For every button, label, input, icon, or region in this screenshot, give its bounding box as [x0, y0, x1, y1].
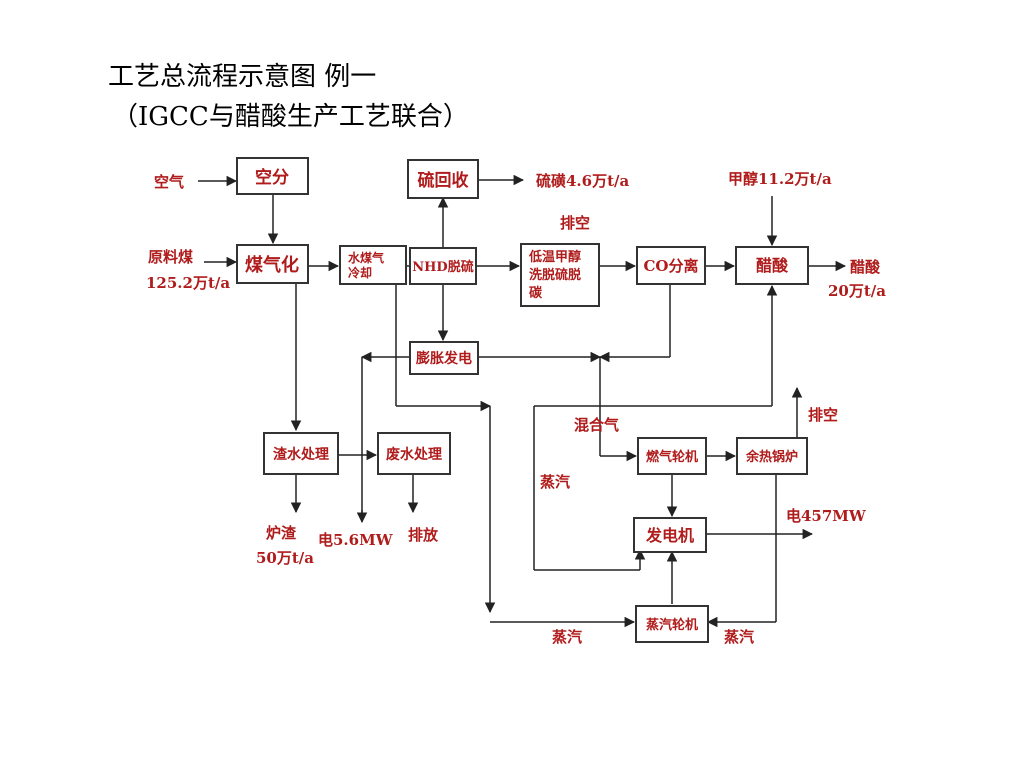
label-air: 空气 — [154, 173, 184, 191]
box-generator: 发电机 — [633, 517, 707, 553]
box-air-separation: 空分 — [236, 157, 309, 195]
label-steam-right: 蒸汽 — [724, 628, 754, 646]
box-co-separation: CO分离 — [636, 246, 706, 285]
label-methanol-input: 甲醇11.2万t/a — [728, 170, 832, 188]
svg-text:碳: 碳 — [529, 285, 543, 301]
svg-text:渣水处理: 渣水处理 — [273, 446, 329, 463]
box-wastewater-treatment: 废水处理 — [377, 432, 451, 475]
label-mixed-gas: 混合气 — [574, 416, 619, 434]
label-acetic-output: 醋酸 — [850, 258, 881, 276]
svg-text:蒸汽轮机: 蒸汽轮机 — [646, 617, 698, 633]
svg-text:水煤气: 水煤气 — [348, 250, 384, 265]
label-vent-hrsg: 排空 — [808, 406, 838, 424]
label-power-457mw: 电457MW — [786, 507, 867, 525]
svg-text:煤气化: 煤气化 — [245, 254, 299, 276]
label-slag-quantity: 50万t/a — [256, 549, 314, 567]
box-gas-turbine: 燃气轮机 — [637, 437, 707, 475]
box-sulfur-recovery: 硫回收 — [407, 159, 479, 199]
svg-text:CO分离: CO分离 — [643, 257, 698, 275]
box-syngas-quench: 水煤气 冷却 — [339, 245, 407, 285]
title-line-1: 工艺总流程示意图 例一 — [108, 62, 377, 92]
svg-text:发电机: 发电机 — [645, 526, 694, 545]
box-hrsg: 余热锅炉 — [736, 437, 808, 475]
label-steam-bottom: 蒸汽 — [552, 628, 582, 646]
svg-text:洗脱硫脱: 洗脱硫脱 — [529, 267, 581, 283]
svg-text:NHD脱硫: NHD脱硫 — [412, 259, 473, 275]
svg-text:冷却: 冷却 — [348, 265, 372, 280]
svg-text:低温甲醇: 低温甲醇 — [528, 249, 581, 265]
svg-text:硫回收: 硫回收 — [418, 170, 469, 191]
label-acetic-quantity: 20万t/a — [828, 282, 886, 300]
box-expansion-generation: 膨胀发电 — [409, 341, 479, 375]
svg-text:废水处理: 废水处理 — [386, 446, 442, 463]
label-discharge: 排放 — [408, 526, 439, 544]
label-vent-top: 排空 — [560, 214, 590, 232]
svg-text:醋酸: 醋酸 — [756, 256, 789, 275]
box-steam-turbine: 蒸汽轮机 — [635, 605, 709, 643]
svg-text:空分: 空分 — [255, 167, 289, 188]
label-sulfur-output: 硫磺4.6万t/a — [536, 172, 630, 190]
svg-text:膨胀发电: 膨胀发电 — [416, 350, 472, 367]
box-coal-gasification: 煤气化 — [236, 244, 309, 284]
label-steam-left: 蒸汽 — [540, 473, 570, 491]
label-power-5-6mw: 电5.6MW — [318, 531, 394, 549]
label-raw-coal: 原料煤 — [148, 248, 193, 266]
label-coal-quantity: 125.2万t/a — [146, 274, 230, 292]
svg-text:燃气轮机: 燃气轮机 — [646, 449, 698, 465]
box-nhd-desulfurization: NHD脱硫 — [409, 247, 477, 285]
box-rectisol: 低温甲醇 洗脱硫脱 碳 — [520, 243, 600, 307]
svg-text:余热锅炉: 余热锅炉 — [745, 449, 798, 465]
label-furnace-slag: 炉渣 — [266, 524, 297, 542]
title-line-2: （IGCC与醋酸生产工艺联合） — [112, 102, 469, 132]
box-acetic-acid: 醋酸 — [735, 246, 809, 285]
flow-lines — [198, 174, 847, 628]
box-slag-water-treatment: 渣水处理 — [263, 432, 339, 475]
